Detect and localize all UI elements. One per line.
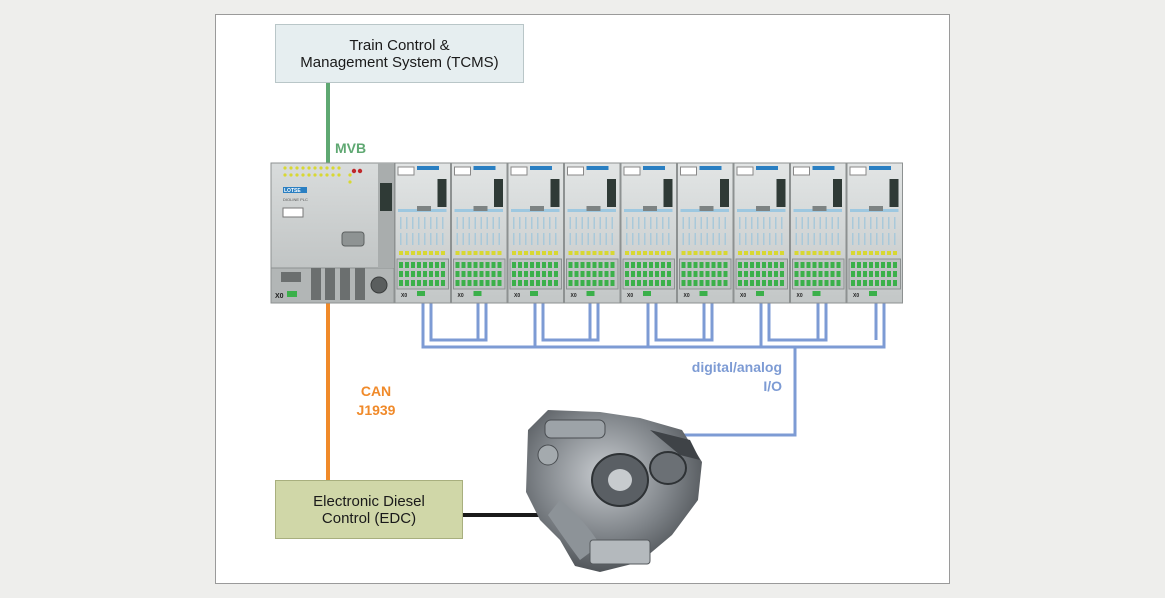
mvb-label: MVB <box>335 140 367 156</box>
io-module-port-label: X0 <box>627 293 633 299</box>
io-module: X0 <box>733 162 790 304</box>
io-label-line2: I/O <box>763 378 782 394</box>
io-module-port-label: X0 <box>401 293 407 299</box>
io-module: X0 <box>846 162 903 304</box>
plc-port-label: X0 <box>275 293 284 300</box>
io-label-line1: digital/analog <box>691 359 782 375</box>
can-label: CAN J1939 <box>346 382 406 420</box>
io-wiring <box>421 303 886 437</box>
plc-model: DIOLINE PLC <box>283 197 308 202</box>
can-label-line2: J1939 <box>356 402 396 418</box>
io-modules: X0 X0 X0 X0 X0 X0 X0 X0 X0 <box>394 162 903 304</box>
tcms-line1: Train Control & <box>349 36 450 54</box>
edc-line1: Electronic Diesel <box>313 492 425 510</box>
io-module-port-label: X0 <box>458 293 464 299</box>
io-module-port-label: X0 <box>571 293 577 299</box>
engine-image <box>526 410 702 572</box>
io-module-port-label: X0 <box>853 293 859 299</box>
plc-brand: LOTSE <box>284 188 301 194</box>
io-module: X0 <box>507 162 564 304</box>
io-module: X0 <box>394 162 451 304</box>
plc-main-unit <box>270 162 395 304</box>
io-module-port-label: X0 <box>797 293 803 299</box>
io-module-port-label: X0 <box>514 293 520 299</box>
can-label-line1: CAN <box>360 383 392 399</box>
io-module: X0 <box>620 162 677 304</box>
io-module: X0 <box>564 162 621 304</box>
edc-line2: Control (EDC) <box>321 509 417 527</box>
io-module-port-label: X0 <box>684 293 690 299</box>
io-module: X0 <box>677 162 734 304</box>
io-module-port-label: X0 <box>740 293 746 299</box>
tcms-line2: Management System (TCMS) <box>300 53 499 71</box>
tcms-box: Train Control & Management System (TCMS) <box>275 24 524 83</box>
io-label: digital/analog I/O <box>662 358 782 396</box>
io-module: X0 <box>451 162 508 304</box>
io-module: X0 <box>790 162 847 304</box>
edc-box: Electronic Diesel Control (EDC) <box>275 480 463 539</box>
